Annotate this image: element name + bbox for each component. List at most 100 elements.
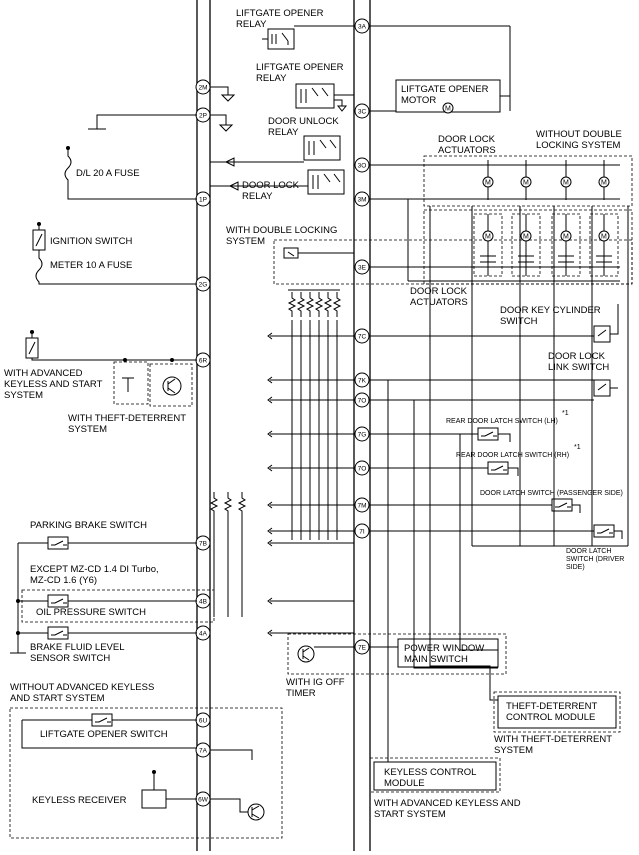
label-star1-lh: *1 (562, 410, 569, 417)
svg-text:7O: 7O (358, 398, 367, 405)
shield-stub (267, 396, 354, 404)
svg-text:3E: 3E (358, 265, 367, 272)
svg-text:7M: 7M (357, 503, 366, 510)
motor-icon-glyph: M (563, 180, 569, 187)
pin-7A: 7A (195, 742, 211, 758)
pin-4A: 4A (195, 625, 211, 641)
left-switches (10, 330, 215, 654)
shield-stub (267, 464, 354, 472)
label-keyless-receiver: KEYLESS RECEIVER (32, 795, 127, 806)
svg-text:7K: 7K (358, 378, 367, 385)
svg-text:2G: 2G (199, 282, 208, 289)
motor-icon-glyph: M (601, 180, 607, 187)
motor-icon (482, 176, 494, 188)
pin-7B: 7B (195, 535, 211, 551)
pin-7E: 7E (354, 639, 370, 655)
svg-text:7G: 7G (358, 432, 367, 439)
pin-2M: 2M (195, 79, 211, 95)
pin-6W: 6W (195, 791, 211, 807)
pin-3E: 3E (354, 259, 370, 275)
svg-text:6W: 6W (198, 797, 209, 804)
motor-icon-glyph: M (485, 180, 491, 187)
pullup-resistor (323, 292, 333, 317)
svg-text:2P: 2P (199, 113, 207, 120)
motor-icon-glyph: M (601, 234, 607, 241)
pin-7K: 7K (354, 372, 370, 388)
svg-text:7E: 7E (358, 645, 367, 652)
svg-text:1P: 1P (199, 197, 207, 204)
shield-stub (267, 629, 354, 637)
diode-pair (518, 255, 534, 263)
motor-icon (482, 230, 494, 242)
motor-icon (598, 230, 610, 242)
connector-bus (196, 0, 371, 851)
diode-pair (480, 255, 496, 263)
pullup-resistor (314, 292, 324, 317)
fuse-section (32, 146, 197, 285)
pin-7C: 7C (354, 328, 370, 344)
motor-icon-glyph: M (523, 180, 529, 187)
motor-icon (598, 176, 610, 188)
svg-text:3A: 3A (358, 24, 367, 31)
pullup-resistor (237, 492, 247, 617)
motor-icon-glyph: M (485, 234, 491, 241)
pin-7I: 7I (354, 523, 370, 539)
pullup-resistor (209, 492, 219, 617)
pin-7G: 7G (354, 426, 370, 442)
label-star1-rh: *1 (574, 444, 581, 451)
pin-6U: 6U (195, 712, 211, 728)
shield-stub (267, 527, 354, 535)
svg-text:4B: 4B (199, 599, 207, 606)
pin-7O-b: 7O (354, 460, 370, 476)
svg-text:M: M (445, 106, 451, 113)
pin-6R: 6R (195, 352, 211, 368)
pullup-resistor (305, 292, 315, 317)
motor-icon (560, 230, 572, 242)
resistor-array (209, 289, 342, 617)
pin-3O: 3O (354, 157, 370, 173)
pin-4B: 4B (195, 593, 211, 609)
label-rear-latch-lh: REAR DOOR LATCH SWITCH (LH) (446, 418, 558, 425)
svg-text:2M: 2M (198, 85, 207, 92)
label-rear-latch-rh: REAR DOOR LATCH SWITCH (RH) (456, 452, 569, 459)
label-except-mzcd: EXCEPT MZ-CD 1.4 DI Turbo,MZ-CD 1.6 (Y6) (30, 564, 159, 586)
shield-stub (267, 539, 354, 547)
svg-text:7I: 7I (359, 529, 365, 536)
motor-icon (520, 230, 532, 242)
shield-stub (267, 597, 354, 605)
label-parking-brake: PARKING BRAKE SWITCH (30, 520, 147, 531)
pin-3C: 3C (354, 103, 370, 119)
label-oil-pressure: OIL PRESSURE SWITCH (36, 607, 146, 618)
pin-3M: 3M (354, 191, 370, 207)
pullup-resistor (287, 292, 297, 317)
motor-icon-glyph: M (563, 234, 569, 241)
pin-2G: 2G (195, 276, 211, 292)
svg-text:3C: 3C (358, 109, 367, 116)
motor-icon (560, 176, 572, 188)
label-dl-fuse: D/L 20 A FUSE (76, 168, 140, 179)
label-latch-passenger: DOOR LATCH SWITCH (PASSENGER SIDE) (480, 490, 623, 497)
shield-stub (267, 376, 354, 384)
label-ignition-switch: IGNITION SWITCH (50, 236, 132, 247)
svg-text:3M: 3M (357, 197, 366, 204)
label-liftgate-opener-switch: LIFTGATE OPENER SWITCH (40, 729, 168, 740)
svg-text:7A: 7A (199, 748, 208, 755)
